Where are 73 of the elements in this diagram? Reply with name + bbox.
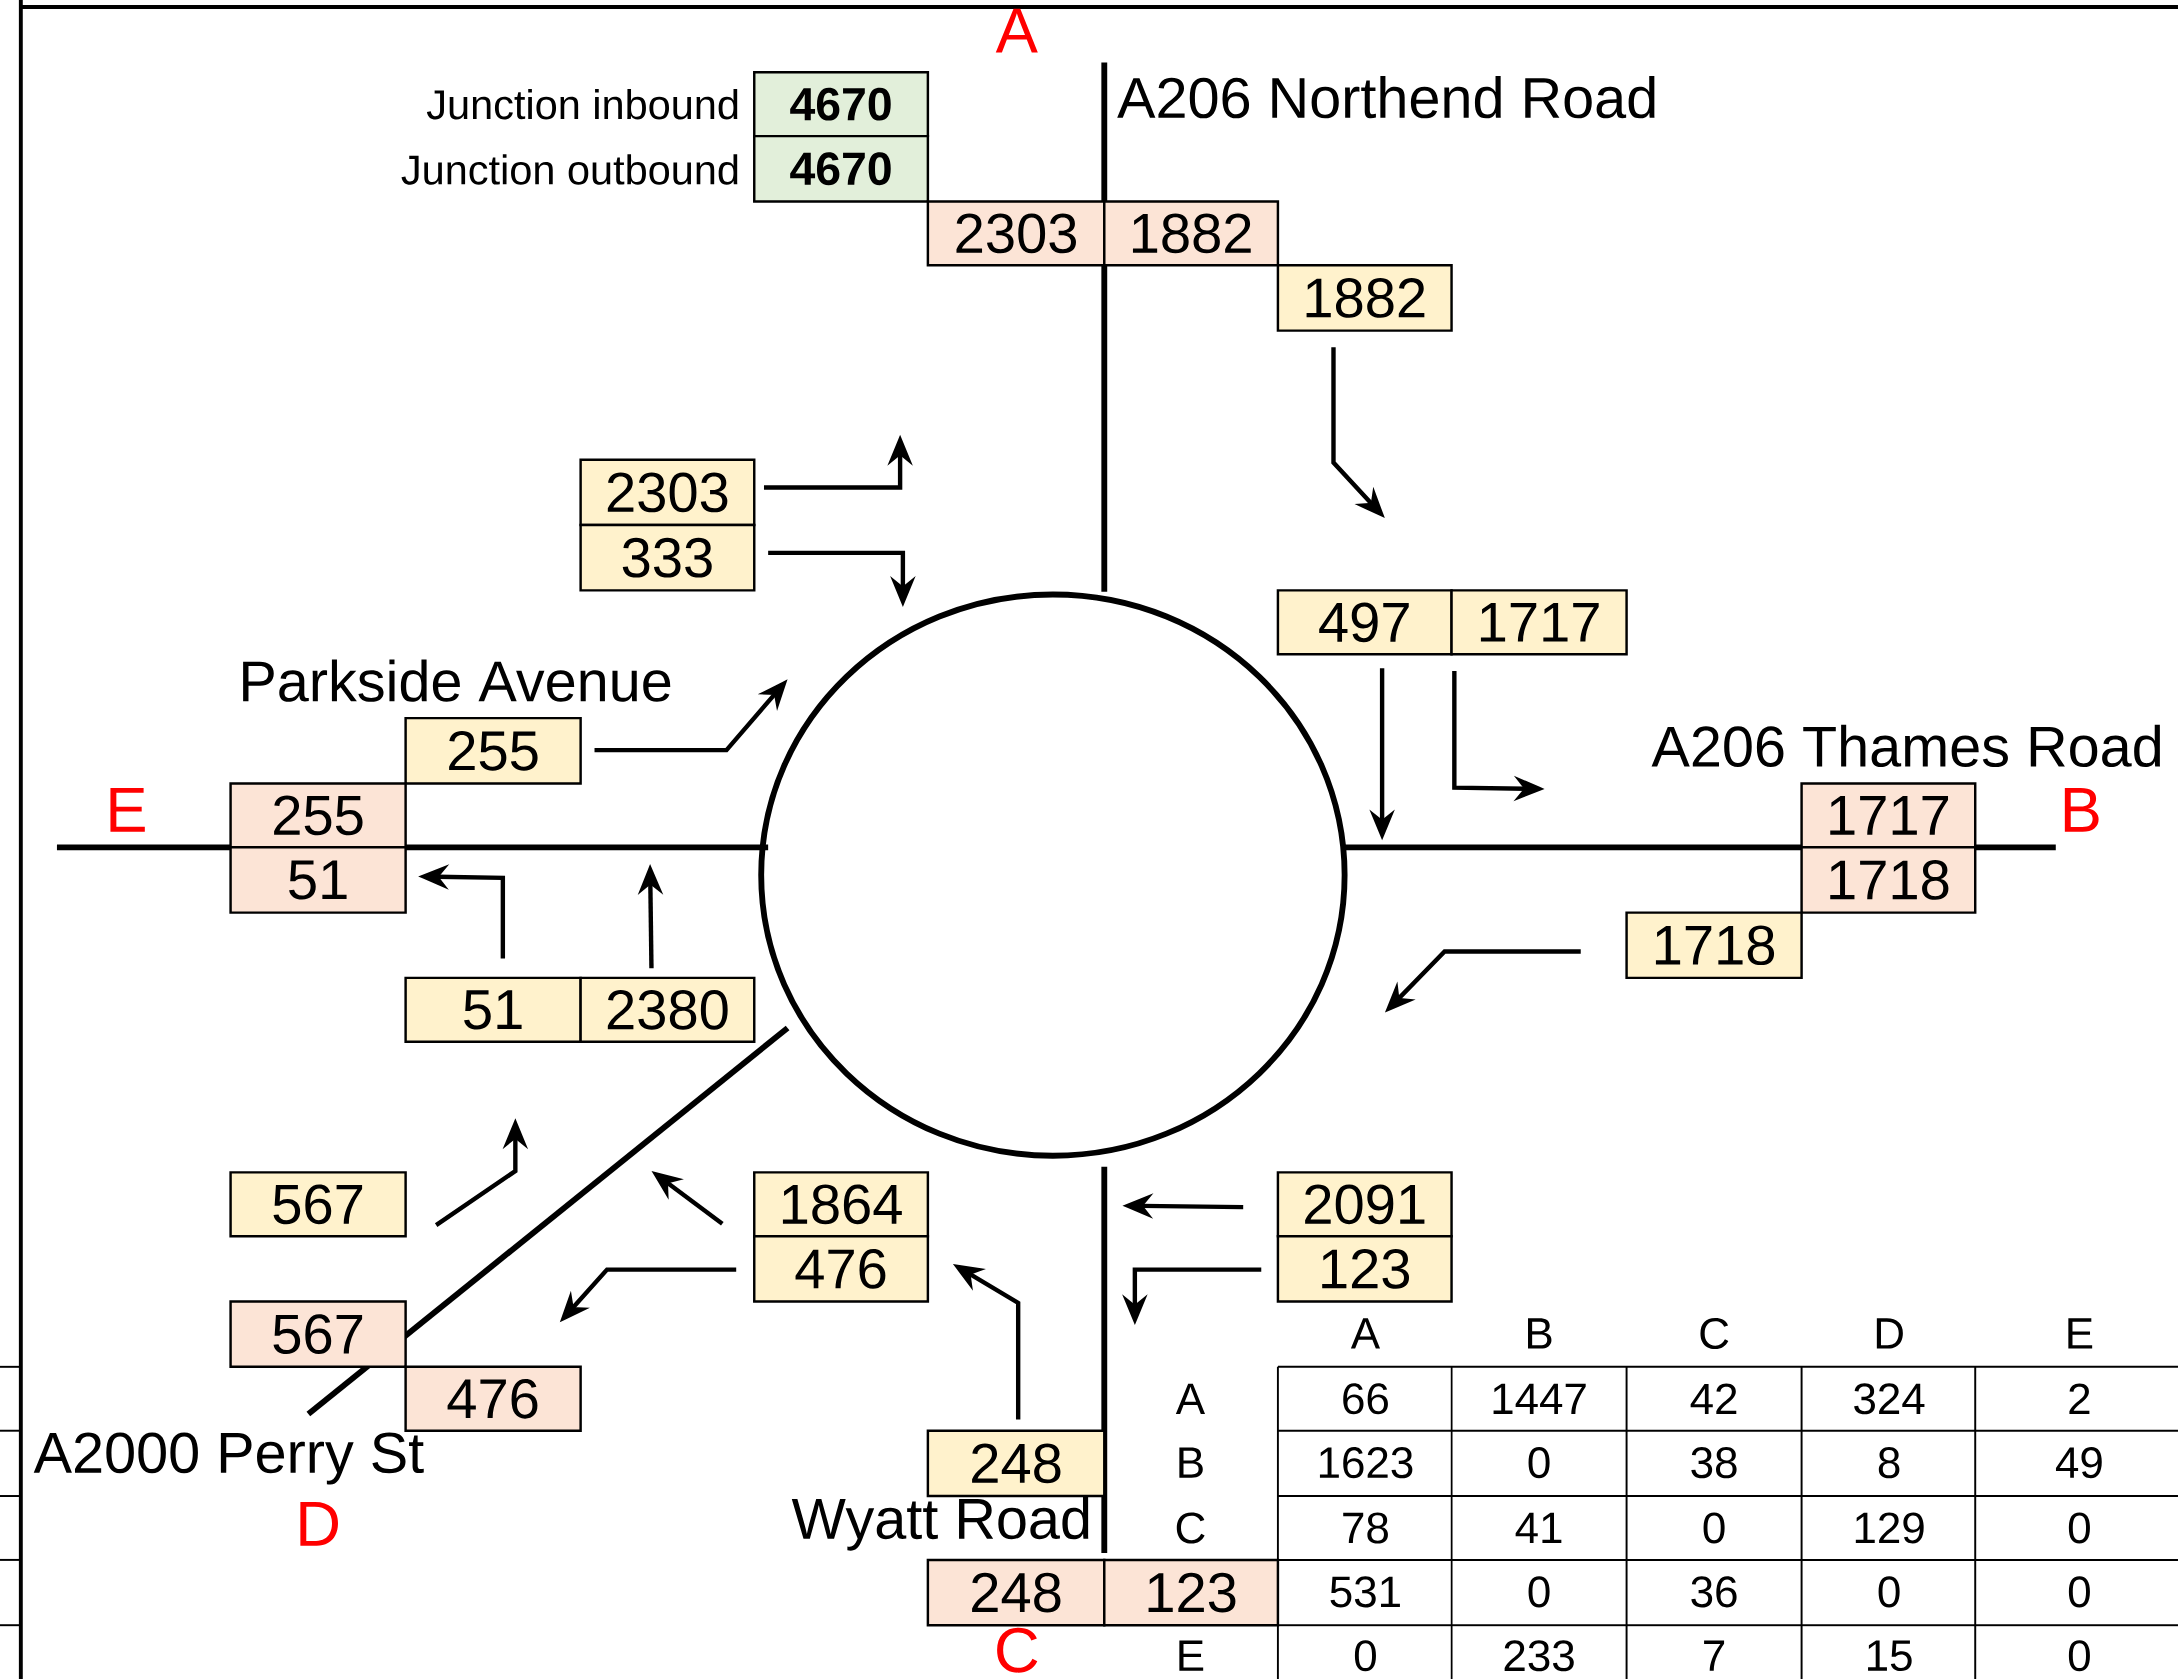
table-cell: 0 [2068, 1640, 2090, 1672]
count-box: 567 [229, 1300, 407, 1368]
count-box: 1718 [1625, 911, 1803, 979]
count-box: 2303 [579, 458, 756, 527]
count-box: 51 [229, 845, 407, 914]
table-cell: 0 [2068, 1512, 2090, 1544]
count-box: 1718 [1800, 845, 1977, 914]
row-label: Junction outbound [401, 154, 738, 185]
count-box: 255 [404, 716, 582, 785]
count-box: 248 [926, 1558, 1106, 1627]
count-box: 123 [1103, 1558, 1280, 1627]
table-cell: 42 [1690, 1383, 1737, 1414]
table-cell: 0 [2068, 1576, 2090, 1608]
count-box: 2303 [926, 200, 1106, 267]
road-name: A2000 Perry St [33, 1432, 424, 1485]
row-header: B [1179, 1447, 1203, 1478]
column-header: B [1528, 1318, 1552, 1349]
column-header: C [1700, 1317, 1729, 1349]
junction-letter: B [2064, 787, 2099, 832]
table-cell: 41 [1515, 1512, 1562, 1543]
row-header: A [1175, 1383, 1205, 1414]
road-name: Parkside Avenue [243, 659, 671, 702]
table-cell: 531 [1330, 1576, 1400, 1608]
count-box: 476 [753, 1234, 930, 1303]
table-cell: 0 [1528, 1576, 1550, 1608]
table-cell: 324 [1854, 1383, 1925, 1415]
count-box: 2091 [1276, 1171, 1453, 1238]
table-cell: 38 [1691, 1446, 1737, 1479]
junction-letter: A [995, 8, 1038, 53]
table-cell: 0 [1528, 1446, 1550, 1479]
table-cell: 7 [1704, 1640, 1725, 1671]
table-cell: 49 [2055, 1446, 2102, 1479]
table-cell: 233 [1504, 1640, 1574, 1672]
count-box: 1882 [1276, 263, 1453, 332]
count-box: 497 [1276, 588, 1453, 656]
table-cell: 66 [1343, 1383, 1388, 1415]
table-cell: 15 [1868, 1640, 1912, 1671]
table-cell: 8 [1878, 1446, 1900, 1479]
junction-letter: C [997, 1627, 1038, 1673]
table-cell: 1447 [1493, 1383, 1586, 1414]
column-header: A [1350, 1318, 1381, 1349]
table-cell: 0 [1878, 1576, 1900, 1608]
count-box: 248 [926, 1429, 1106, 1498]
table-cell: 0 [1703, 1512, 1725, 1544]
junction-letter: D [300, 1501, 338, 1546]
count-box: 2380 [579, 976, 756, 1043]
road-name: A206 Northend Road [1117, 75, 1655, 119]
row-header: E [1179, 1640, 1204, 1671]
count-box: 333 [579, 523, 756, 592]
count-box: 1864 [753, 1171, 930, 1238]
table-cell: 2 [2069, 1383, 2090, 1414]
count-box: 255 [229, 782, 407, 849]
count-box: 476 [404, 1365, 582, 1432]
table-cell: 78 [1343, 1512, 1388, 1544]
table-cell: 1623 [1319, 1446, 1413, 1479]
row-label: Junction inbound [426, 88, 738, 120]
column-header: E [2068, 1318, 2093, 1349]
table-cell: 0 [1354, 1640, 1376, 1672]
road-name: A206 Thames Road [1651, 724, 2160, 767]
road-name: Wyatt Road [791, 1496, 1089, 1551]
count-box: 567 [229, 1171, 407, 1238]
column-header: D [1876, 1318, 1903, 1349]
row-header: C [1176, 1512, 1205, 1544]
count-box: 1717 [1800, 782, 1977, 849]
count-box: 1717 [1450, 588, 1628, 656]
count-box: 51 [404, 976, 582, 1043]
count-box: 123 [1276, 1234, 1453, 1303]
count-box: 1882 [1103, 200, 1280, 267]
table-cell: 36 [1691, 1576, 1737, 1608]
junction-letter: E [110, 787, 145, 832]
table-cell: 129 [1855, 1512, 1924, 1544]
total-box: 4670 [753, 70, 930, 138]
total-box: 4670 [753, 134, 930, 203]
